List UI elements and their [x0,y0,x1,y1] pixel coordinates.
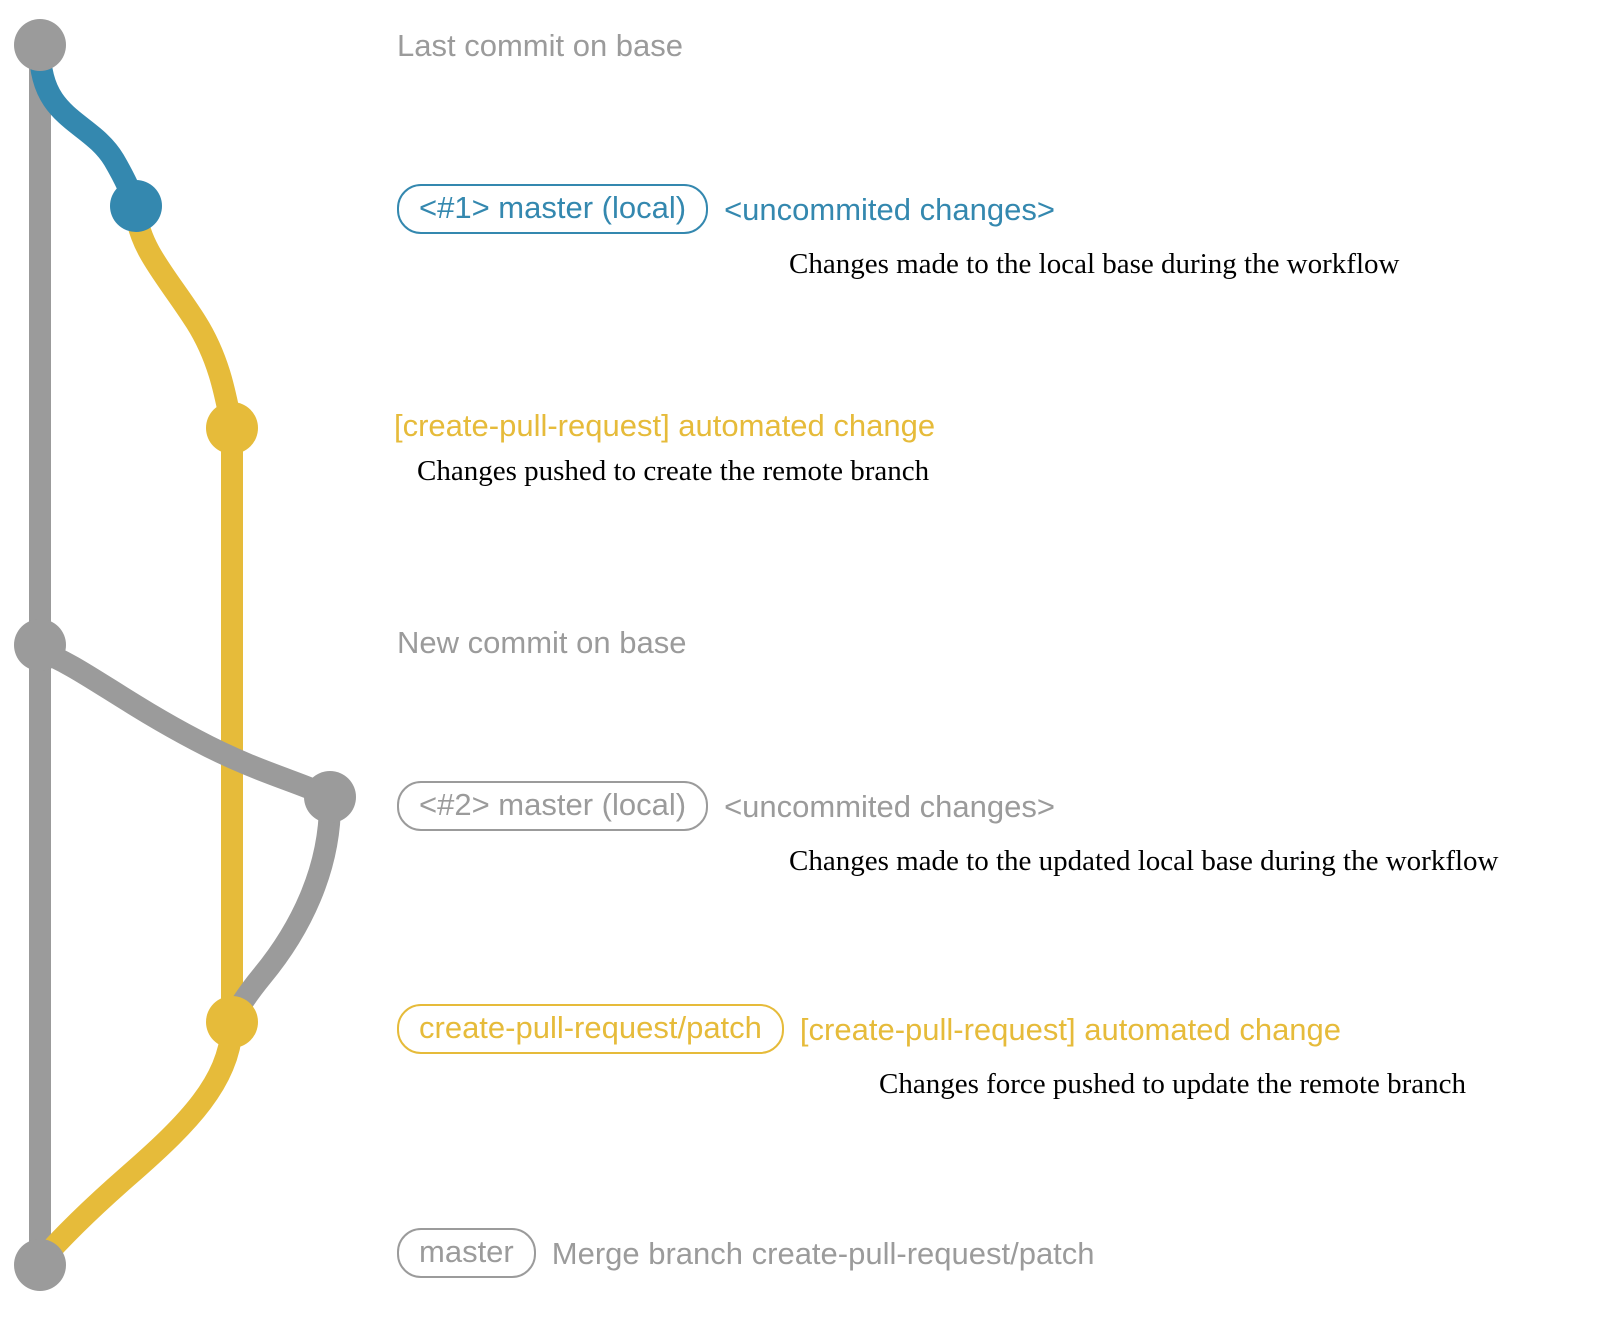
annotation-row-local-1: <#1> master (local) <uncommited changes>… [397,184,1399,281]
commit-node-base-top [14,19,66,71]
commit-node-local-2 [304,771,356,823]
branch-badge-master[interactable]: master [397,1228,536,1278]
row-head: New commit on base [397,627,686,658]
branch-badge-local-2[interactable]: <#2> master (local) [397,781,709,831]
commit-node-merge [14,1239,66,1291]
commit-node-local-1 [110,180,162,232]
local-1-branch-line [29,39,147,217]
annotation-row-last-commit: Last commit on base [397,30,683,61]
commit-subject-local-1: <uncommited changes> [724,191,1055,227]
commit-description-local-1: Changes made to the local base during th… [789,248,1400,280]
annotation-row-patch: create-pull-request/patch [create-pull-r… [397,1004,1466,1101]
row-head: [create-pull-request] automated change [394,410,935,441]
git-graph [14,19,356,1291]
commit-node-base-new [14,619,66,671]
commit-description-automated-1: Changes pushed to create the remote bran… [417,455,930,487]
commit-subject-last-commit: Last commit on base [397,28,684,63]
commit-subject-merge: Merge branch create-pull-request/patch [551,1235,1095,1271]
merge-curve-line [29,1017,243,1273]
annotation-row-local-2: <#2> master (local) <uncommited changes>… [397,781,1499,878]
commit-subject-patch: [create-pull-request] automated change [799,1011,1342,1047]
row-head: create-pull-request/patch [create-pull-r… [397,1004,1341,1054]
topic-branch-line [125,201,243,1033]
row-head: master Merge branch create-pull-request/… [397,1228,1095,1278]
commit-description-patch: Changes force pushed to update the remot… [879,1068,1467,1100]
annotation-row-merge: master Merge branch create-pull-request/… [397,1228,1095,1278]
annotation-row-automated-1: [create-pull-request] automated change C… [394,410,935,488]
commit-node-patch-2 [206,996,258,1048]
commit-node-patch-1 [206,402,258,454]
commit-description-local-2: Changes made to the updated local base d… [789,845,1499,877]
row-head: Last commit on base [397,30,683,61]
local-2-branch-line [29,640,341,808]
commit-subject-local-2: <uncommited changes> [724,788,1055,824]
commit-subject-automated-1: [create-pull-request] automated change [394,408,936,443]
local-2-to-patch-line [221,792,341,1033]
branch-badge-patch[interactable]: create-pull-request/patch [397,1004,784,1054]
row-head: <#1> master (local) <uncommited changes> [397,184,1055,234]
commit-subject-new-commit: New commit on base [397,625,687,660]
row-head: <#2> master (local) <uncommited changes> [397,781,1055,831]
branch-badge-local-1[interactable]: <#1> master (local) [397,184,709,234]
annotation-row-new-commit: New commit on base [397,627,686,658]
